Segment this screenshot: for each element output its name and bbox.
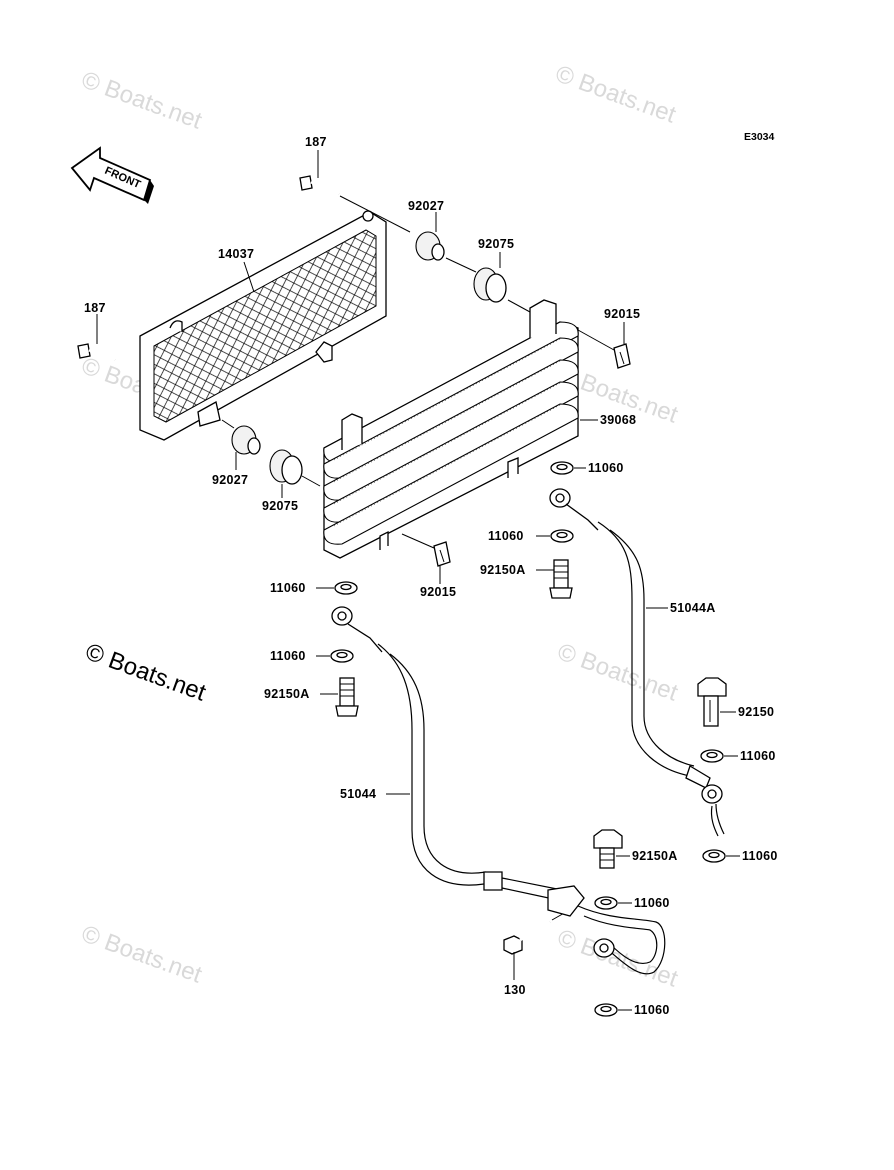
watermark: © Boats.net bbox=[78, 920, 206, 988]
grommet-92075-top bbox=[473, 252, 531, 313]
label-11060-b: 11060 bbox=[488, 529, 524, 543]
label-11060-g: 11060 bbox=[634, 896, 670, 910]
label-92075-bottom: 92075 bbox=[262, 499, 298, 513]
label-11060-e: 11060 bbox=[740, 749, 776, 763]
label-92015-bottom: 92015 bbox=[420, 585, 456, 599]
label-92075-top: 92075 bbox=[478, 237, 514, 251]
watermark: © Boats.net bbox=[554, 638, 682, 706]
banjo-bolt-92150 bbox=[697, 677, 736, 727]
label-187-top: 187 bbox=[305, 135, 327, 149]
label-11060-c: 11060 bbox=[270, 581, 306, 595]
banjo-bolt-92150a bbox=[320, 677, 359, 717]
grommet-92075-bottom bbox=[269, 449, 321, 498]
oil-hose-51044 bbox=[331, 606, 666, 975]
label-51044: 51044 bbox=[340, 787, 376, 801]
label-92015-right: 92015 bbox=[604, 307, 640, 321]
oil-cooler-core bbox=[323, 299, 598, 559]
label-92150: 92150 bbox=[738, 705, 774, 719]
diagram-code: E3034 bbox=[744, 131, 775, 143]
washer-11060 bbox=[594, 1003, 632, 1017]
label-92027-top: 92027 bbox=[408, 199, 444, 213]
watermark-large: © Boats.net bbox=[82, 638, 210, 706]
washer-11060 bbox=[702, 849, 740, 863]
label-39068: 39068 bbox=[600, 413, 636, 427]
label-92150a-lower: 92150A bbox=[632, 849, 678, 863]
bolt-187-top bbox=[299, 150, 411, 233]
washer-11060 bbox=[316, 649, 354, 663]
banjo-bolt-92150a bbox=[536, 559, 573, 599]
oil-hose-51044a bbox=[549, 488, 725, 837]
label-92027-bottom: 92027 bbox=[212, 473, 248, 487]
collar-92027-bottom bbox=[221, 419, 261, 470]
label-11060-d: 11060 bbox=[270, 649, 306, 663]
label-11060-f: 11060 bbox=[742, 849, 778, 863]
clip-92015-bottom bbox=[401, 533, 451, 584]
label-187-left: 187 bbox=[84, 301, 106, 315]
oil-cooler-screen bbox=[139, 210, 387, 441]
label-92150a-upper: 92150A bbox=[480, 563, 526, 577]
label-51044a: 51044A bbox=[670, 601, 716, 615]
washer-11060 bbox=[536, 529, 574, 543]
label-14037: 14037 bbox=[218, 247, 254, 261]
washer-11060 bbox=[316, 581, 358, 595]
watermark: © Boats.net bbox=[78, 66, 206, 134]
washer-11060 bbox=[700, 749, 738, 763]
label-11060-h: 11060 bbox=[634, 1003, 670, 1017]
washer-11060 bbox=[594, 896, 632, 910]
label-11060-a: 11060 bbox=[588, 461, 624, 475]
watermark: © Boats.net bbox=[552, 60, 680, 128]
clip-92015-right bbox=[577, 322, 631, 369]
front-arrow-icon: FRONT bbox=[70, 146, 154, 204]
label-92150a-left: 92150A bbox=[264, 687, 310, 701]
collar-92027-top bbox=[415, 212, 477, 273]
label-130: 130 bbox=[504, 983, 526, 997]
washer-11060 bbox=[550, 461, 586, 475]
bolt-130 bbox=[503, 911, 567, 980]
bolt-187-left bbox=[77, 314, 116, 362]
banjo-bolt-92150a bbox=[593, 829, 630, 869]
